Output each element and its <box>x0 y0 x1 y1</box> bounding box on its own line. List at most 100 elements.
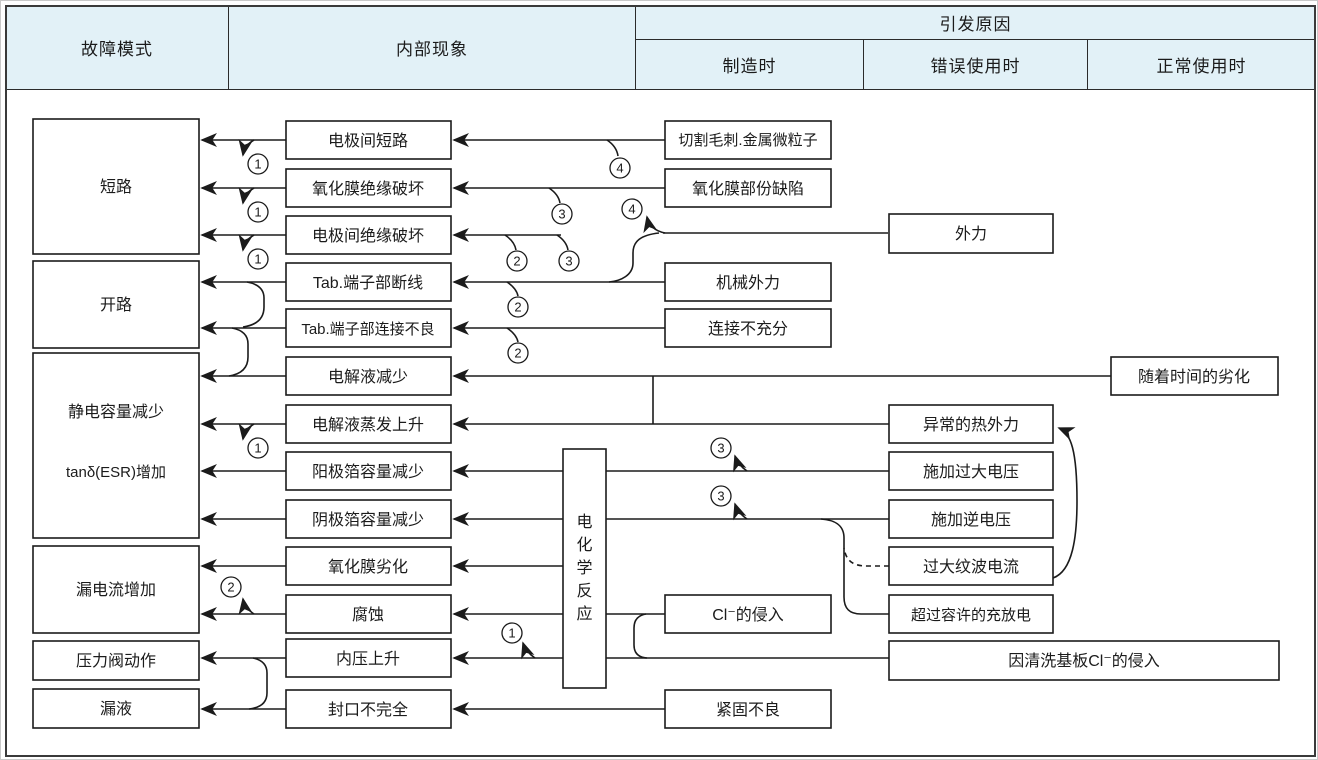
phenomena-boxes <box>285 120 607 729</box>
insufficient-connection-label: 连接不充分 <box>708 320 788 338</box>
board-cleaning-chloride-label: 因清洗基板Cl⁻的侵入 <box>1008 652 1160 670</box>
overcharge-label: 超过容许的充放电 <box>911 607 1031 624</box>
pressure-rise-label: 内压上升 <box>336 650 400 668</box>
header-cell-manufacturing: 制造时 <box>635 39 864 90</box>
poor-fastening-label: 紧固不良 <box>716 701 780 719</box>
hook-ref3-row470 <box>733 454 748 473</box>
electrode-insulation-breakdown-label: 电极间绝缘破坏 <box>312 227 424 245</box>
electrolyte-decrease-label: 电解液减少 <box>328 368 408 386</box>
ref-marker-2: 2 <box>220 576 242 598</box>
hook-ref2-row613 <box>238 597 255 615</box>
s-curve-overcharge-row518 <box>820 518 889 615</box>
oxide-deterioration-label: 氧化膜劣化 <box>328 558 408 576</box>
anode-foil-label: 阳极箔容量减少 <box>312 463 424 481</box>
oxide-defect-label: 氧化膜部份缺陷 <box>692 180 804 198</box>
node-pressure-valve-operation <box>32 640 200 681</box>
ref-digit: 3 <box>558 207 565 222</box>
failure-mode-boxes <box>32 118 200 729</box>
node-mechanical-external-force <box>664 262 832 302</box>
ref-marker-3: 3 <box>558 250 580 272</box>
node-cutting-burr-metal-particles <box>664 120 832 160</box>
ref-digit: 1 <box>254 441 261 456</box>
node-oxide-film-deterioration <box>285 546 452 586</box>
ref-digit: 1 <box>254 252 261 267</box>
incomplete-sealing-label: 封口不完全 <box>328 701 408 719</box>
tab-wire-break-label: Tab.端子部断线 <box>313 274 423 292</box>
node-reverse-voltage <box>888 499 1054 539</box>
hook-ref1-row423 <box>238 423 255 441</box>
node-oxide-film-insulation-breakdown <box>285 168 452 208</box>
node-deterioration-over-time <box>1110 356 1279 396</box>
ref-digit: 2 <box>513 254 520 269</box>
normal-use-cause-boxes <box>1110 356 1279 396</box>
hook-ref3-row187 <box>548 187 561 204</box>
node-chloride-intrusion <box>664 594 832 634</box>
electrochemical-reaction-label: 电 化 学 反 应 <box>576 513 592 623</box>
hook-ref1-row657 <box>521 641 536 660</box>
deterioration-over-time-label: 随着时间的劣化 <box>1138 368 1250 386</box>
ref-marker-2: 2 <box>507 296 529 318</box>
cutting-burr-label: 切割毛刺.金属微粒子 <box>678 132 817 149</box>
node-electrolyte-evaporation-rise <box>285 404 452 444</box>
node-anode-foil-capacitance-decrease <box>285 451 452 491</box>
node-overcharge-discharge <box>888 594 1054 634</box>
reaction-char: 应 <box>576 604 592 623</box>
mechanical-force-label: 机械外力 <box>716 274 780 292</box>
node-excessive-ripple-current <box>888 546 1054 586</box>
hook-ref1-row234 <box>238 234 255 252</box>
header-cell-cause: 引发原因 <box>635 5 1316 40</box>
ref-marker-4: 4 <box>621 198 643 220</box>
s-link-row281-row327 <box>242 281 265 328</box>
short-circuit-label: 短路 <box>100 178 132 196</box>
header-normal-use-label: 正常使用时 <box>1156 57 1247 76</box>
hook-external-force-ref4 <box>643 215 666 234</box>
hook-ref4-row139 <box>606 139 619 157</box>
ref-marker-3: 3 <box>551 203 573 225</box>
ref-marker-2: 2 <box>506 250 528 272</box>
header-internal-phenomenon-label: 内部现象 <box>396 40 468 59</box>
hook-ref2-row327 <box>506 327 519 343</box>
node-excessive-voltage <box>888 451 1054 491</box>
hook-ref1-row139 <box>238 139 255 157</box>
s-link-row327-row375 <box>228 327 249 377</box>
misuse-cause-boxes <box>888 213 1280 681</box>
tab-poor-connection-label: Tab.端子部连接不良 <box>301 321 434 338</box>
oxide-insulation-breakdown-label: 氧化膜绝缘破坏 <box>312 180 424 198</box>
hook-ref1-row187 <box>238 187 255 205</box>
header-cell-normal-use: 正常使用时 <box>1087 39 1316 90</box>
abnormal-thermal-label: 异常的热外力 <box>923 416 1019 434</box>
node-leakage-current-increase <box>32 545 200 634</box>
ref-marker-1: 1 <box>247 201 269 223</box>
header-cause-label: 引发原因 <box>939 15 1012 34</box>
node-short-circuit <box>32 118 200 255</box>
pressure-valve-label: 压力阀动作 <box>76 652 156 670</box>
connector-lines <box>200 132 1111 717</box>
hook-ref3-row518 <box>733 502 748 521</box>
node-capacitance-decrease <box>32 352 200 539</box>
ref-digit: 3 <box>717 441 724 456</box>
ref-digit: 2 <box>514 346 521 361</box>
node-electrolyte-decrease <box>285 356 452 396</box>
ref-digit: 4 <box>628 202 635 217</box>
leakage-current-label: 漏电流增加 <box>76 581 156 599</box>
feedback-ripple-to-thermal <box>1052 427 1078 579</box>
ref-digit: 2 <box>514 300 521 315</box>
ref-digit: 3 <box>717 489 724 504</box>
liquid-leak-label: 漏液 <box>100 700 132 718</box>
ref-marker-1: 1 <box>247 153 269 175</box>
node-corrosion <box>285 594 452 634</box>
node-liquid-leakage <box>32 688 200 729</box>
header-manufacturing-label: 制造时 <box>722 57 777 76</box>
ref-digit: 2 <box>227 580 234 595</box>
reaction-char: 电 <box>576 513 592 531</box>
corrosion-label: 腐蚀 <box>352 606 384 624</box>
cathode-foil-label: 阴极箔容量减少 <box>312 511 424 529</box>
s-branch-external-force-row281 <box>608 232 660 283</box>
chloride-intrusion-label: Cl⁻的侵入 <box>712 606 784 624</box>
reaction-char: 化 <box>576 536 592 554</box>
reaction-char: 反 <box>576 582 592 600</box>
node-internal-pressure-rise <box>285 638 452 678</box>
esr-increase-label: tanδ(ESR)增加 <box>66 464 166 481</box>
